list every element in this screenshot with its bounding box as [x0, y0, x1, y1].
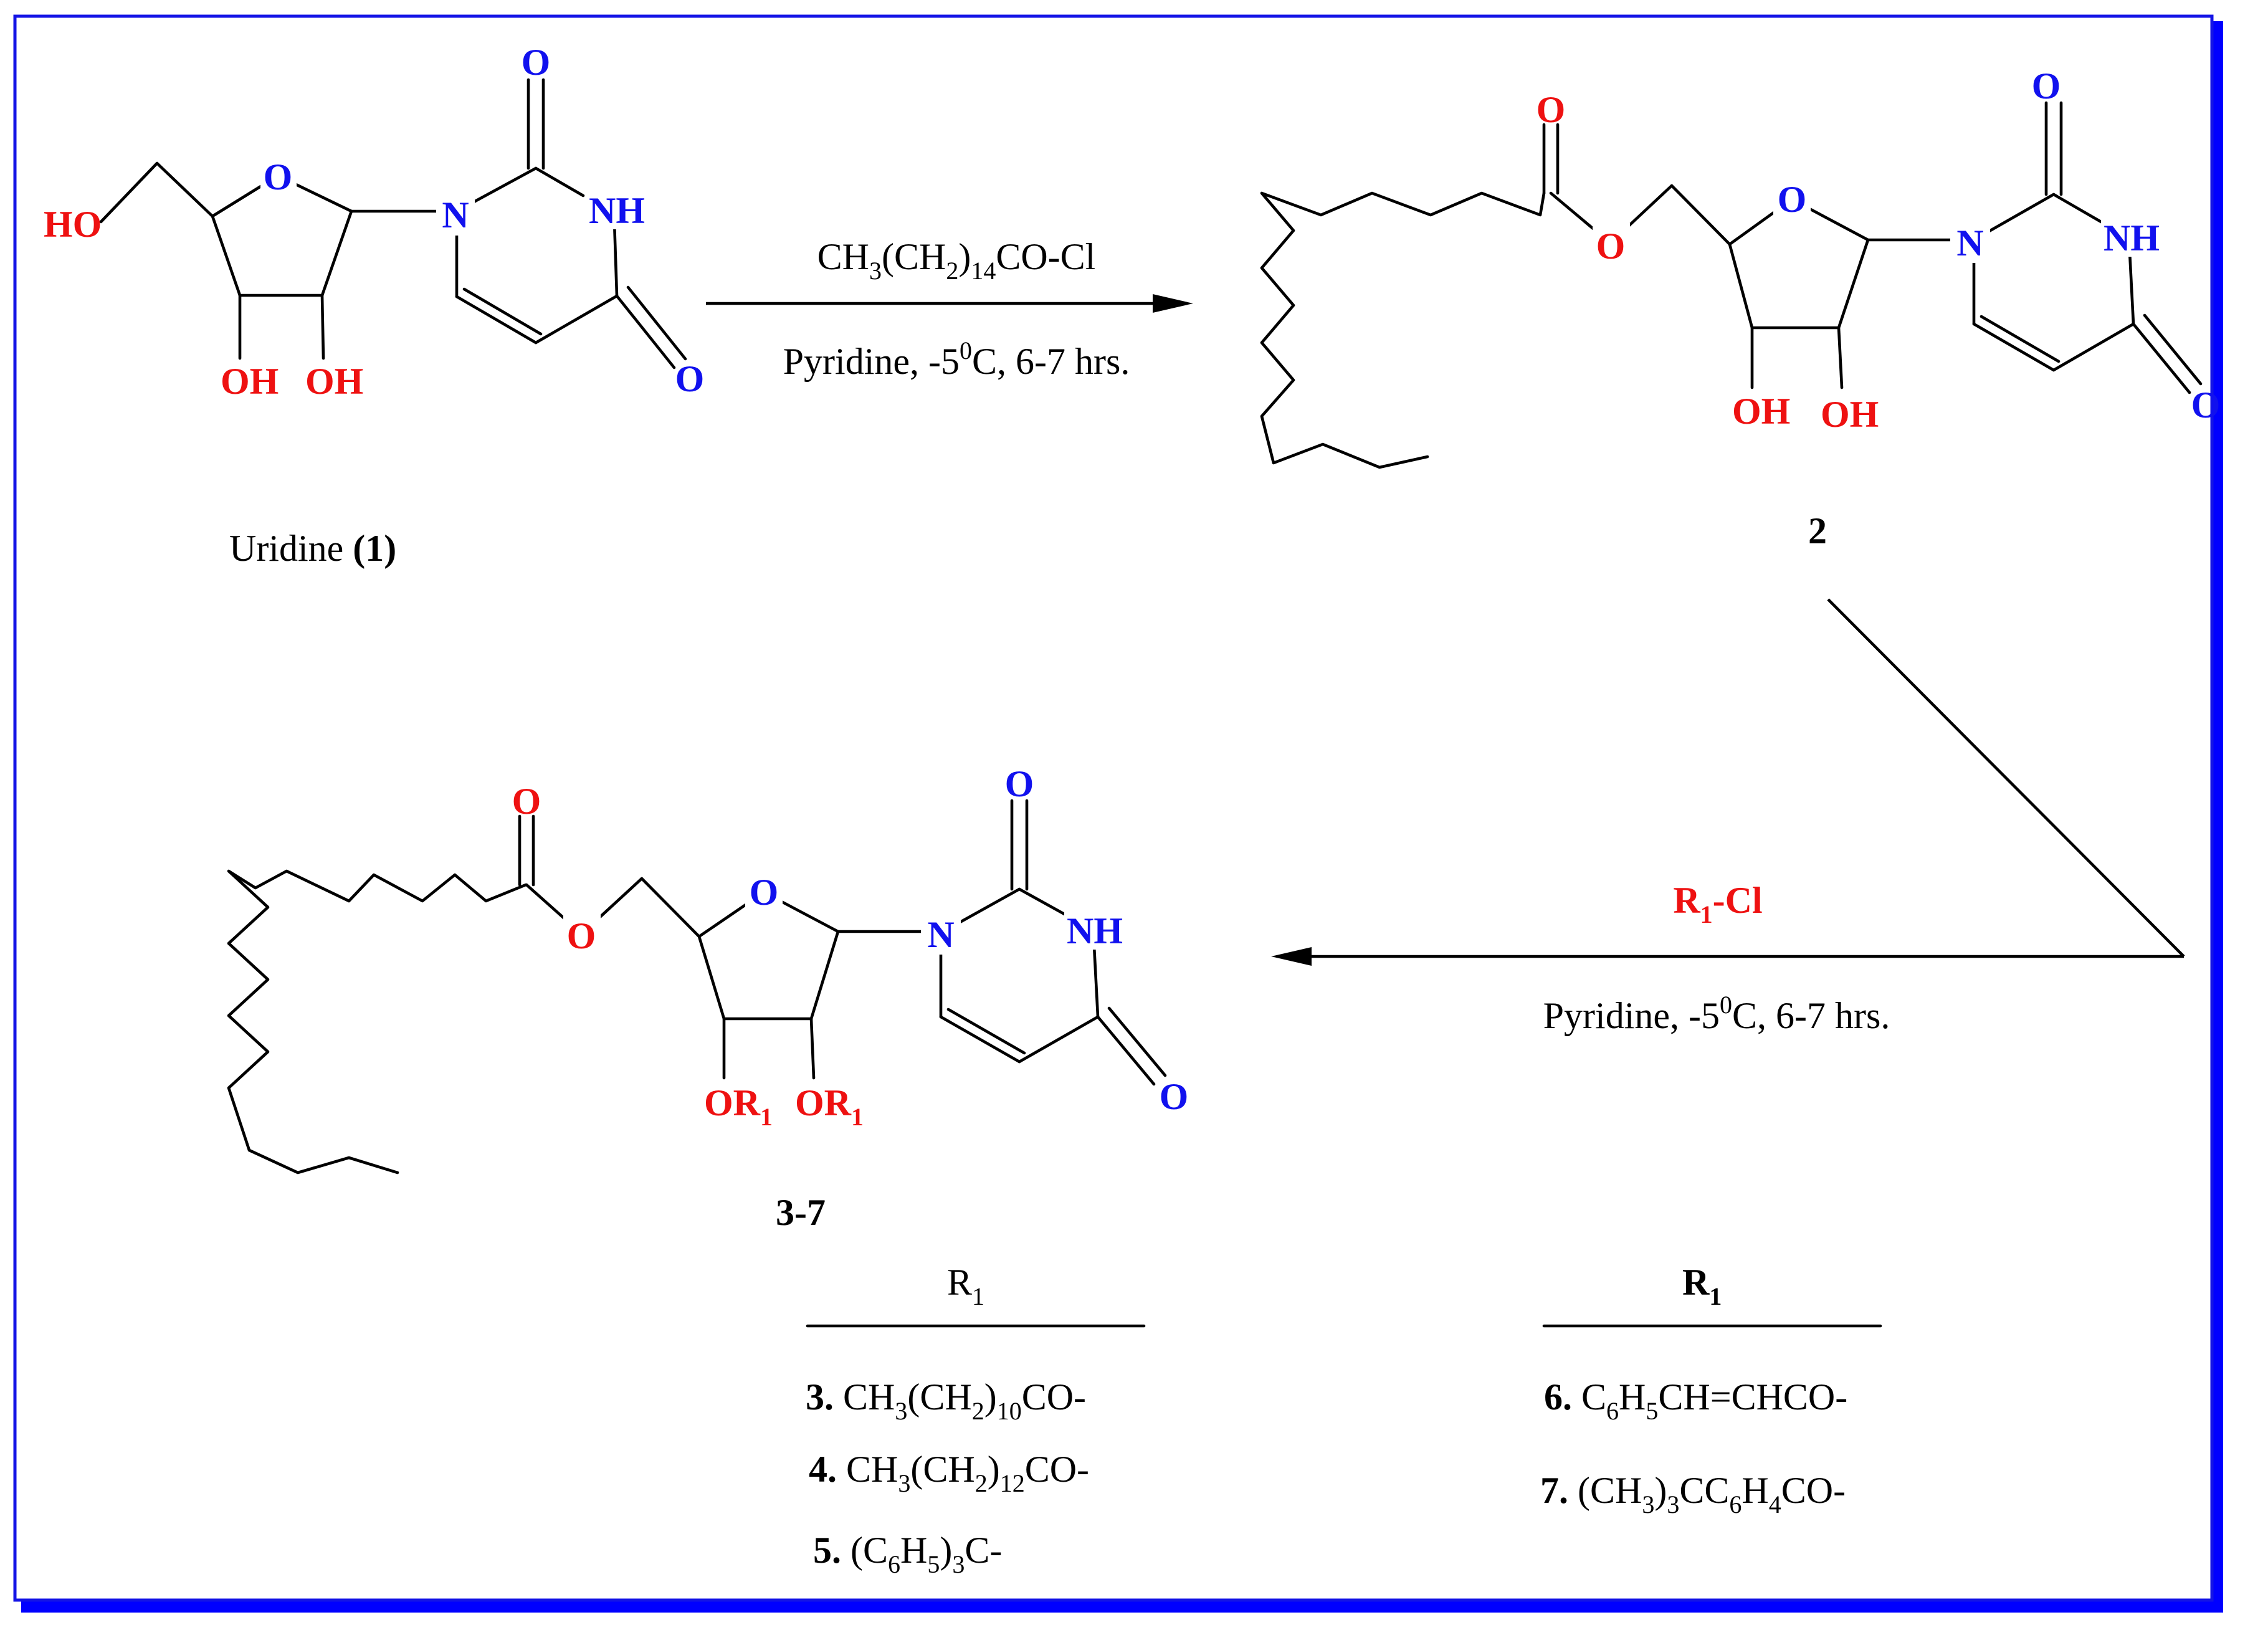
scheme-frame — [13, 14, 2223, 1613]
step1-arrowhead — [1153, 294, 1193, 313]
uridine-ho-label: HO — [44, 204, 102, 245]
uridine-o-bottom-label: O — [675, 358, 705, 399]
compound3-7-ring-o-label: O — [750, 872, 779, 913]
uridine-oh-label-2: OH — [305, 361, 363, 402]
step2-arrow-group: R1-Cl Pyridine, -50C, 6-7 hrs. — [1271, 598, 2185, 1036]
compound2-oh-label-1: OH — [1732, 391, 1790, 432]
compound3-7-atom-labels: O O O OR1 OR1 N NH O O — [512, 763, 1189, 1131]
step1-reagent: CH3(CH2)14CO-Cl — [817, 236, 1096, 285]
compound2-ester-o-label: O — [1596, 226, 1626, 267]
step2-arrow-diagonal — [1827, 598, 2185, 958]
compound2-atom-labels: O O O OH OH N NH O O — [1537, 65, 2221, 435]
compound2-o-top-label: O — [2032, 65, 2061, 107]
compound3-7-carbonyl-o-label: O — [512, 781, 541, 822]
uridine-o-top-label: O — [522, 42, 551, 83]
uridine-nh-label: NH — [589, 190, 645, 231]
r1-table-left-header: R1 — [947, 1262, 984, 1310]
compound3-7-n-label: N — [927, 914, 954, 955]
compound2-ring-o-label: O — [1778, 179, 1807, 220]
r1-table-right-header: R1 — [1682, 1262, 1722, 1310]
step1-conditions: Pyridine, -50C, 6-7 hrs. — [783, 336, 1130, 382]
step1-arrow-group: CH3(CH2)14CO-Cl Pyridine, -50C, 6-7 hrs. — [706, 236, 1193, 382]
uridine-oh-label-1: OH — [221, 361, 279, 402]
uridine-n-label: N — [442, 194, 469, 236]
step2-arrowhead — [1271, 947, 1312, 966]
compound2-o-bottom-label: O — [2191, 384, 2221, 426]
compound2-n-label: N — [1956, 222, 1983, 264]
compound3-7-ester-o-label: O — [567, 915, 596, 956]
uridine-atom-labels: HO O OH OH N NH O O — [44, 42, 704, 402]
r1-row-4: 4. CH3(CH2)12CO- — [809, 1449, 1089, 1497]
compound3-7-nh-label: NH — [1067, 910, 1123, 951]
uridine-ring-o-label: O — [264, 156, 293, 198]
uridine-name: Uridine (1) — [229, 528, 396, 569]
compound2-structure: O O O OH OH N NH O O 2 — [1260, 65, 2221, 551]
compound3-7-number: 3-7 — [776, 1192, 826, 1233]
compound3-7-o-top-label: O — [1005, 763, 1034, 804]
compound3-7-bonds — [227, 799, 1167, 1175]
compound3-7-or1-label-2: OR1 — [795, 1082, 864, 1131]
frame-shadow-right — [2212, 21, 2223, 1613]
uridine-structure: HO O OH OH N NH O O Uridine (1) — [44, 42, 704, 569]
frame-shadow — [21, 1600, 2223, 1613]
compound3-7-o-bottom-label: O — [1160, 1076, 1189, 1117]
compound2-carbonyl-o-label: O — [1537, 89, 1566, 130]
r1-table-right: R1 6. C6H5CH=CHCO- 7. (CH3)3CC6H4CO- — [1540, 1262, 1882, 1518]
r1-row-3: 3. CH3(CH2)10CO- — [806, 1376, 1086, 1425]
r1-row-5: 5. (C6H5)3C- — [813, 1530, 1002, 1578]
step2-conditions: Pyridine, -50C, 6-7 hrs. — [1543, 991, 1890, 1036]
compound2-nh-label: NH — [2104, 217, 2160, 259]
step2-reagent: R1-Cl — [1673, 880, 1762, 928]
compound2-number: 2 — [1808, 510, 1827, 551]
frame-border — [13, 14, 2214, 1602]
r1-row-6: 6. C6H5CH=CHCO- — [1544, 1376, 1847, 1425]
compound3-7-or1-label-1: OR1 — [704, 1082, 773, 1131]
r1-row-7: 7. (CH3)3CC6H4CO- — [1540, 1470, 1846, 1518]
compound3-7-structure: O O O OR1 OR1 N NH O O 3-7 — [227, 763, 1189, 1233]
compound2-oh-label-2: OH — [1821, 394, 1879, 435]
r1-table-left: R1 3. CH3(CH2)10CO- 4. CH3(CH2)12CO- 5. … — [806, 1262, 1146, 1578]
